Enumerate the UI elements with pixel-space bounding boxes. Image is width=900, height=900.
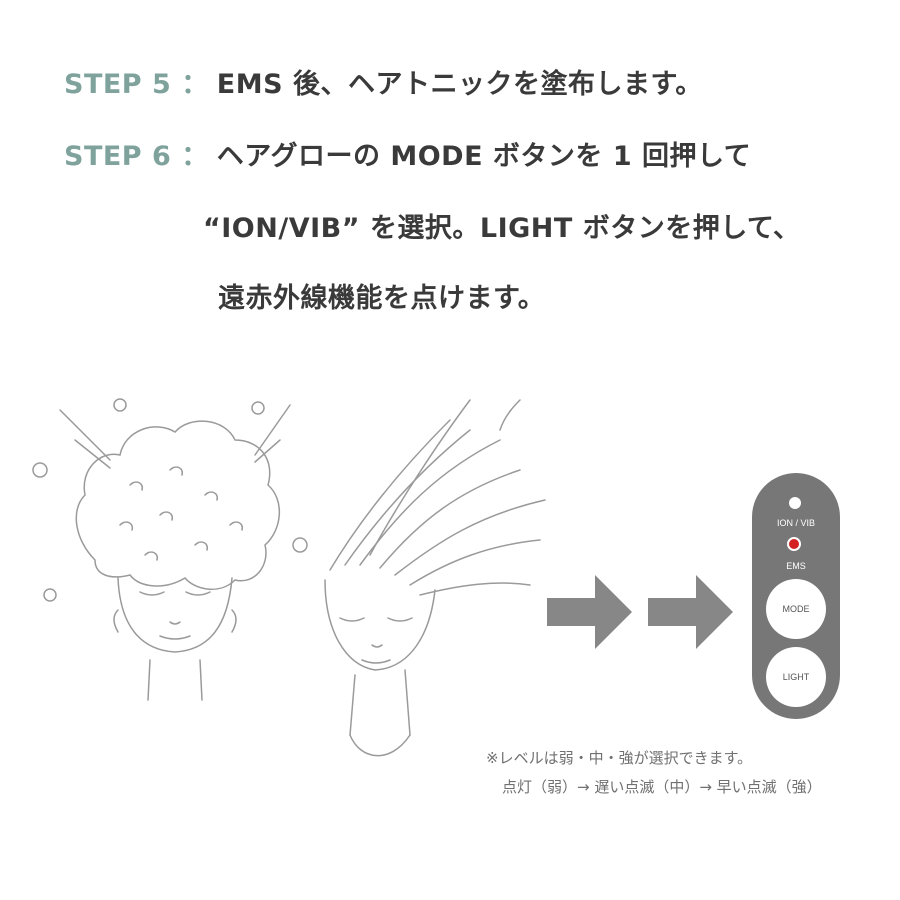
arrows xyxy=(547,575,733,649)
hair-care-illustration xyxy=(32,398,733,757)
flowing-hair-head-illustration xyxy=(324,399,546,757)
step6-continuation-2: 遠赤外線機能を点けます。 xyxy=(218,283,546,314)
step6-label: STEP 6 xyxy=(64,141,172,172)
step5-label: STEP 5 xyxy=(64,69,172,100)
step6-text: ヘアグローの MODE ボタンを 1 回押して xyxy=(216,141,752,172)
foam-head-illustration xyxy=(32,398,308,701)
level-detail: 点灯（弱）→ 遅い点滅（中）→ 早い点滅（強） xyxy=(502,778,822,796)
step6-continuation-1: “ION/VIB” を選択。LIGHT ボタンを押して、 xyxy=(203,213,801,244)
level-note: ※レベルは弱・中・強が選択できます。 xyxy=(486,749,753,767)
step5-text: EMS 後、ヘアトニックを塗布します。 xyxy=(216,69,703,100)
remote-controller: ION / VIB EMS MODE LIGHT xyxy=(752,473,840,719)
step5-separator: ： xyxy=(181,69,209,100)
ems-label: EMS xyxy=(786,561,806,571)
light-button[interactable]: LIGHT xyxy=(766,647,826,707)
ion-vib-indicator xyxy=(787,537,801,551)
power-indicator xyxy=(789,497,801,509)
arrow-right-icon xyxy=(648,575,733,649)
mode-button[interactable]: MODE xyxy=(766,579,826,639)
ion-vib-label: ION / VIB xyxy=(776,518,815,528)
step6-line: STEP 6 ：ヘアグローの MODE ボタンを 1 回押して xyxy=(64,134,751,173)
arrow-right-icon xyxy=(547,575,632,649)
step6-separator: ： xyxy=(181,141,209,172)
step5-line: STEP 5 ：EMS 後、ヘアトニックを塗布します。 xyxy=(64,62,703,101)
